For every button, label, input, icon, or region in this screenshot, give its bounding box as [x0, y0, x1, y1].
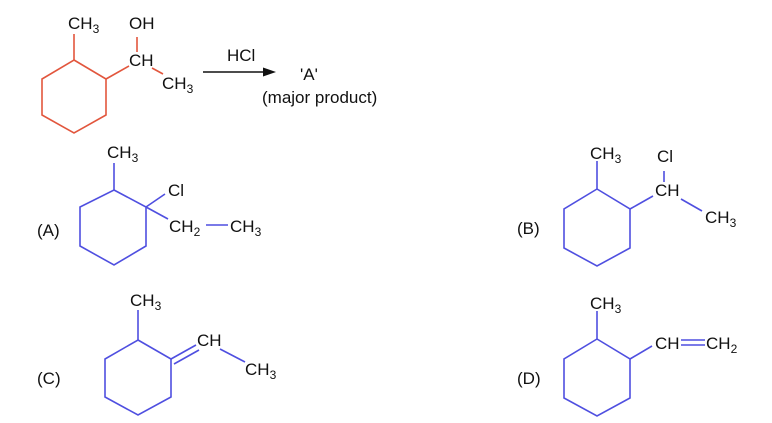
option-a[interactable]: (A) CH3 Cl CH2 CH3 [37, 143, 262, 266]
ch-label: CH [197, 331, 222, 350]
methyl-label: CH3 [130, 291, 162, 313]
vinyl-ch-label: CH [655, 334, 680, 353]
option-b[interactable]: (B) CH3 Cl CH CH3 [517, 144, 737, 267]
product-note: (major product) [262, 88, 377, 107]
option-c-label: (C) [37, 369, 61, 388]
cyclohexane-ring [563, 338, 631, 417]
methylene-label: CH2 [706, 334, 738, 356]
methyl-label: CH3 [590, 294, 622, 316]
cyclohexane-ring [104, 339, 172, 416]
methyl-label: CH3 [68, 14, 100, 36]
option-d[interactable]: (D) CH3 CH CH2 [517, 294, 738, 417]
methyl-label-2: CH3 [162, 74, 194, 96]
hydroxyl-label: OH [129, 14, 155, 33]
cyclohexane-ring [563, 188, 631, 267]
option-b-label: (B) [517, 219, 540, 238]
methyl-label: CH3 [107, 143, 139, 165]
methyl-label-2: CH3 [245, 360, 277, 382]
chloro-label: Cl [657, 147, 673, 166]
option-c[interactable]: (C) CH3 CH CH3 [37, 291, 277, 416]
reagent-label: HCl [227, 46, 255, 65]
ch-label: CH [655, 181, 680, 200]
reactant-structure: CH3 OH CH CH3 [41, 14, 194, 134]
methyl-label: CH3 [590, 144, 622, 166]
cyclohexane-ring [79, 189, 147, 266]
methylene-label: CH2 [169, 217, 201, 239]
methyl-label-2: CH3 [705, 208, 737, 230]
methyl-label-2: CH3 [230, 217, 262, 239]
cyclohexane-ring [41, 59, 107, 134]
option-a-label: (A) [37, 221, 60, 240]
ch-label: CH [129, 51, 154, 70]
product-label: 'A' [300, 65, 318, 84]
chloro-label: Cl [168, 181, 184, 200]
reaction-arrow [203, 67, 276, 77]
option-d-label: (D) [517, 369, 541, 388]
